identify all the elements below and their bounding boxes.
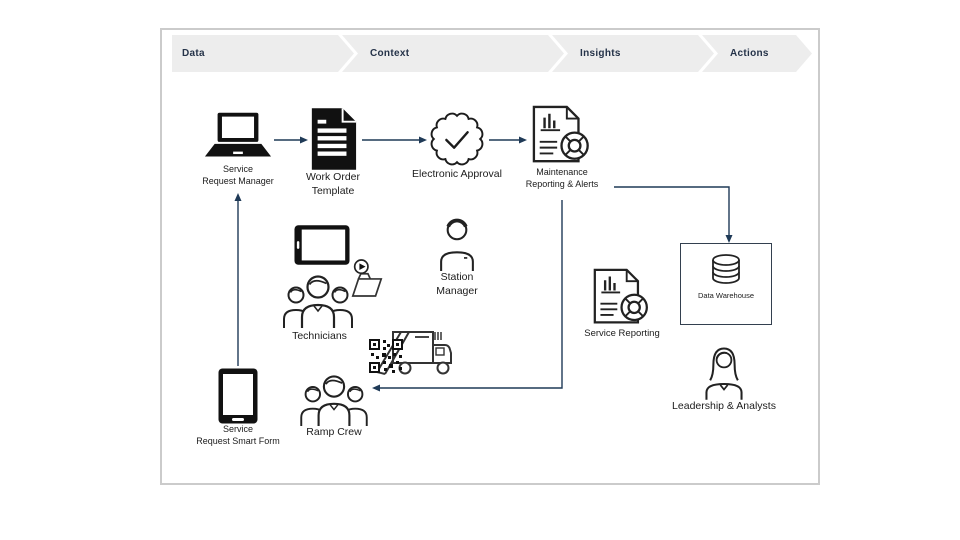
service-request-smart-form-label: Service Request Smart Form (188, 424, 288, 447)
label-line: Reporting & Alerts (525, 178, 599, 189)
node-qr-truck (367, 327, 467, 377)
node-ramp-crew: Ramp Crew (290, 374, 378, 440)
work-order-document-icon (308, 107, 358, 171)
label-line: Template (311, 184, 355, 197)
diagram-frame: Data Context Insights Actions Service Re… (160, 28, 820, 485)
arrow-maintenance-to-warehouse (614, 186, 730, 235)
maintenance-report-icon (530, 105, 594, 167)
stage-bar: Data Context Insights Actions (172, 35, 812, 72)
stage-data-label: Data (182, 48, 205, 59)
truck-qr-icon (369, 327, 465, 377)
approval-seal-icon (428, 110, 486, 168)
label-line: Service (222, 424, 253, 434)
node-service-request-smart-form: Service Request Smart Form (188, 368, 288, 447)
service-report-icon (591, 268, 653, 328)
ramp-crew-label: Ramp Crew (306, 426, 362, 438)
data-warehouse-label: Data Warehouse (697, 291, 754, 300)
node-technicians: Technicians (277, 222, 389, 348)
electronic-approval-label: Electronic Approval (412, 168, 502, 180)
stage-insights: Insights (552, 35, 714, 72)
station-manager-label: Station Manager (414, 271, 500, 298)
label-line: Work Order (305, 171, 361, 183)
node-leadership-analysts: Leadership & Analysts (660, 344, 788, 414)
node-station-manager: Station Manager (414, 215, 500, 298)
stage-context-label: Context (370, 48, 410, 59)
stage-insights-label: Insights (580, 48, 621, 59)
service-request-manager-label: Service Request Manager (178, 164, 298, 187)
node-service-reporting: Service Reporting (570, 268, 674, 340)
ramp-crew-team-icon (298, 374, 370, 426)
label-line: Manager (436, 284, 478, 297)
node-electronic-approval: Electronic Approval (399, 110, 515, 182)
stage-context: Context (342, 35, 564, 72)
label-line: Request Manager (202, 175, 274, 186)
maintenance-reporting-label: Maintenance Reporting & Alerts (502, 167, 622, 190)
stage-data: Data (172, 35, 354, 72)
analyst-person-icon (700, 344, 748, 400)
database-icon (708, 254, 744, 286)
technicians-team-icon (281, 274, 355, 328)
service-reporting-label: Service Reporting (584, 328, 660, 339)
stage-actions: Actions (702, 35, 812, 72)
stage-actions-label: Actions (730, 48, 769, 59)
label-line: Service (222, 164, 253, 174)
label-line: Maintenance (536, 167, 588, 177)
technicians-label: Technicians (292, 330, 347, 342)
leadership-analysts-label: Leadership & Analysts (672, 400, 776, 412)
node-service-request-manager: Service Request Manager (178, 112, 298, 187)
work-order-template-label: Work Order Template (285, 171, 381, 198)
tablet-landscape-icon (294, 224, 350, 266)
tablet-portrait-icon (218, 368, 258, 424)
node-maintenance-reporting: Maintenance Reporting & Alerts (502, 105, 622, 190)
node-data-warehouse: Data Warehouse (680, 243, 772, 325)
laptop-icon (203, 112, 273, 164)
label-line: Station (440, 271, 474, 283)
node-work-order-template: Work Order Template (285, 107, 381, 198)
station-manager-person-icon (435, 215, 479, 271)
label-line: Request Smart Form (196, 435, 280, 446)
